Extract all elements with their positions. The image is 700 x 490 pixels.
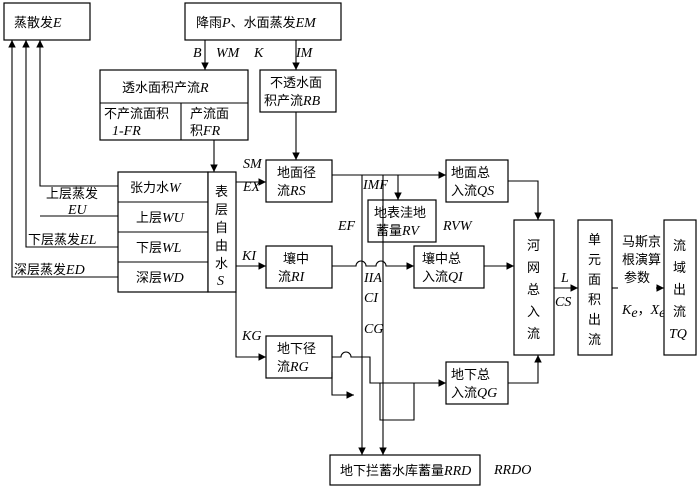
label-RVW: RVW bbox=[442, 219, 473, 234]
svg-text:流: 流 bbox=[673, 305, 686, 320]
groundwater-inflow-box: 地下总 入流QG bbox=[445, 361, 509, 405]
tension-water-stack: 张力水W 上层WU 下层WL 深层WD bbox=[117, 171, 209, 293]
surface-inflow-box: 地面总 入流QS bbox=[445, 159, 509, 203]
deep-layer-label: 深层WD bbox=[136, 271, 184, 286]
label-lower-evaporation: 下层蒸发EL bbox=[28, 232, 97, 248]
depression-storage-box: 地表洼地 蓄量RV bbox=[367, 199, 437, 243]
label-IM: IM bbox=[295, 46, 314, 61]
svg-text:马斯京: 马斯京 bbox=[622, 235, 661, 250]
label-L: L bbox=[560, 271, 569, 286]
svg-text:入: 入 bbox=[527, 305, 540, 320]
svg-text:流: 流 bbox=[527, 327, 540, 342]
svg-text:流RG: 流RG bbox=[277, 360, 309, 375]
interflow-inflow-box: 壤中总 入流QI bbox=[413, 245, 485, 289]
basin-outflow-box: 流 域 出 流 TQ bbox=[663, 219, 697, 356]
label-CS: CS bbox=[555, 295, 571, 310]
svg-text:S: S bbox=[217, 274, 224, 289]
svg-text:地下总: 地下总 bbox=[451, 368, 490, 383]
svg-text:地下拦蓄水库蓄量RRD: 地下拦蓄水库蓄量RRD bbox=[340, 463, 471, 479]
svg-text:水: 水 bbox=[215, 257, 228, 272]
svg-text:地面总: 地面总 bbox=[451, 166, 490, 181]
svg-text:入流QI: 入流QI bbox=[422, 270, 464, 285]
label-SM: SM bbox=[243, 157, 263, 172]
svg-text:地下径: 地下径 bbox=[277, 342, 316, 357]
svg-text:地面径: 地面径 bbox=[277, 166, 316, 181]
svg-text:网: 网 bbox=[527, 261, 540, 276]
svg-text:总: 总 bbox=[527, 283, 540, 298]
svg-text:流: 流 bbox=[588, 333, 601, 348]
svg-text:地表洼地: 地表洼地 bbox=[374, 206, 426, 221]
label-CG: CG bbox=[364, 322, 383, 337]
label-upper-evaporation: 上层蒸发 bbox=[46, 186, 98, 202]
label-deep-evaporation: 深层蒸发ED bbox=[14, 262, 85, 278]
label-K: K bbox=[253, 46, 264, 61]
pervious-runoff-box: 透水面积产流R 不产流面积 1-FR 产流面 积FR bbox=[99, 69, 249, 141]
svg-text:入流QG: 入流QG bbox=[451, 386, 497, 401]
svg-text:流: 流 bbox=[673, 239, 686, 254]
svg-text:层: 层 bbox=[215, 203, 228, 218]
producing-area-label: 产流面 bbox=[190, 107, 229, 122]
upper-layer-label: 上层WU bbox=[136, 211, 185, 226]
river-network-inflow-box: 河 网 总 入 流 bbox=[513, 219, 555, 356]
svg-text:表: 表 bbox=[215, 185, 228, 200]
interflow-box: 壤中 流RI bbox=[265, 245, 333, 289]
svg-text:河: 河 bbox=[527, 239, 540, 254]
label-RRDO: RRDO bbox=[493, 463, 531, 478]
lower-layer-label: 下层WL bbox=[136, 241, 182, 256]
surface-runoff-box: 地面径 流RS bbox=[265, 159, 333, 203]
label-IMF: IMF bbox=[362, 178, 388, 193]
svg-text:不透水面: 不透水面 bbox=[270, 76, 322, 91]
free-water-storage-box: 表 层 自 由 水 S bbox=[207, 171, 237, 293]
svg-text:元: 元 bbox=[588, 253, 601, 268]
svg-text:Ke，Xe: Ke，Xe bbox=[621, 303, 665, 321]
label-EX: EX bbox=[242, 180, 261, 195]
underground-reservoir-box: 地下拦蓄水库蓄量RRD bbox=[329, 454, 481, 486]
label-KI: KI bbox=[241, 249, 257, 264]
unit-area-outflow-box: 单 元 面 积 出 流 bbox=[577, 219, 613, 356]
flow-labels: B WM K IM SM EX IMF EF RVW KI IIA CI CG … bbox=[14, 46, 571, 478]
flow-arrows bbox=[8, 40, 664, 455]
svg-text:域: 域 bbox=[673, 261, 686, 276]
label-B: B bbox=[193, 46, 202, 61]
svg-text:入流QS: 入流QS bbox=[451, 184, 494, 199]
label-EU: EU bbox=[67, 203, 88, 218]
label-KG: KG bbox=[241, 329, 261, 344]
svg-text:出: 出 bbox=[673, 283, 686, 298]
rainfall-evaporation-input-box: 降雨P、水面蒸发EM bbox=[184, 2, 342, 41]
svg-text:流RI: 流RI bbox=[278, 270, 306, 285]
muskingum-parameters: 马斯京 根演算 参数 Ke，Xe bbox=[621, 235, 665, 321]
svg-text:蒸散发E: 蒸散发E bbox=[14, 15, 62, 31]
svg-text:积产流RB: 积产流RB bbox=[264, 94, 321, 109]
svg-text:积FR: 积FR bbox=[190, 124, 221, 139]
label-CI: CI bbox=[364, 291, 379, 306]
label-WM: WM bbox=[216, 46, 241, 61]
svg-text:由: 由 bbox=[215, 239, 228, 254]
tension-water-label: 张力水W bbox=[130, 181, 182, 196]
label-EF: EF bbox=[337, 219, 356, 234]
impervious-runoff-box: 不透水面 积产流RB bbox=[259, 69, 337, 113]
svg-text:根演算: 根演算 bbox=[622, 252, 661, 268]
svg-text:降雨P、水面蒸发EM: 降雨P、水面蒸发EM bbox=[196, 15, 317, 31]
svg-text:TQ: TQ bbox=[669, 327, 687, 342]
svg-text:流RS: 流RS bbox=[277, 184, 306, 199]
svg-text:积: 积 bbox=[588, 293, 601, 308]
svg-text:出: 出 bbox=[588, 313, 601, 328]
svg-text:单: 单 bbox=[588, 233, 601, 248]
svg-text:壤中: 壤中 bbox=[283, 251, 309, 267]
svg-text:壤中总: 壤中总 bbox=[422, 251, 461, 267]
svg-text:自: 自 bbox=[215, 221, 228, 236]
svg-text:面: 面 bbox=[588, 273, 601, 288]
evaporation-box: 蒸散发E bbox=[3, 2, 91, 41]
svg-text:参数: 参数 bbox=[624, 270, 650, 286]
groundwater-runoff-box: 地下径 流RG bbox=[265, 335, 333, 379]
non-producing-area-label: 不产流面积 bbox=[104, 107, 169, 122]
non-producing-area-fraction: 1-FR bbox=[112, 124, 141, 139]
label-IIA: IIA bbox=[363, 271, 382, 286]
svg-text:透水面积产流R: 透水面积产流R bbox=[122, 81, 209, 96]
